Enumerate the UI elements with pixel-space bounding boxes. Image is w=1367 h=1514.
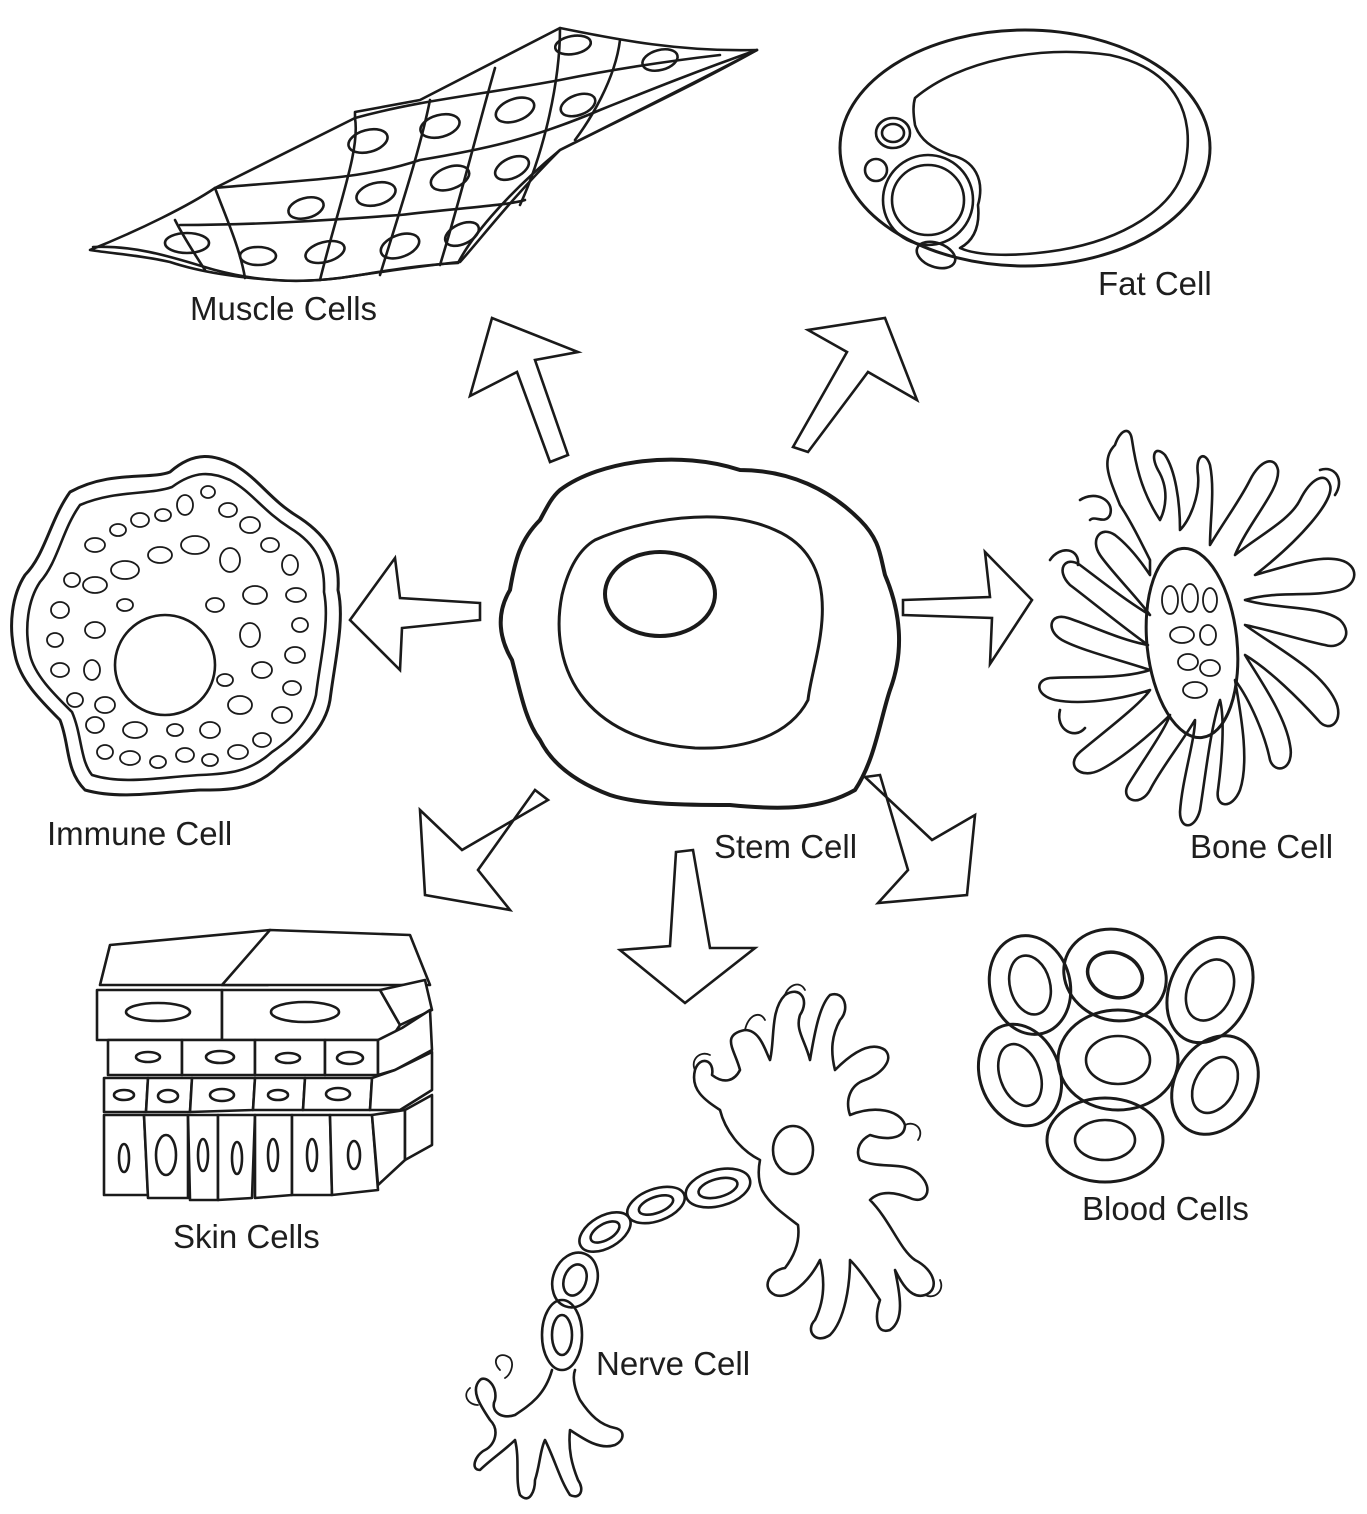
skin-cells-icon (97, 930, 432, 1200)
skin-cells-label: Skin Cells (173, 1218, 320, 1255)
immune-cell-label: Immune Cell (47, 815, 232, 852)
blood-cells-label: Blood Cells (1082, 1190, 1249, 1227)
muscle-cells-icon (90, 28, 757, 281)
blood-cells-icon (965, 915, 1276, 1182)
muscle-cells-label: Muscle Cells (190, 290, 377, 327)
arrow-to-immune (350, 558, 480, 670)
stem-cell-icon (501, 460, 899, 808)
fat-cell-icon (840, 30, 1210, 273)
arrows (350, 318, 1032, 1003)
arrow-to-muscle (470, 318, 578, 462)
nerve-cell-label: Nerve Cell (596, 1345, 750, 1382)
fat-cell-label: Fat Cell (1098, 265, 1212, 302)
stem-cell-label: Stem Cell (714, 828, 857, 865)
arrow-to-fat (793, 318, 917, 452)
nerve-cell-icon (466, 985, 941, 1499)
arrow-to-bone (903, 552, 1032, 664)
immune-cell-icon (12, 456, 341, 794)
arrow-to-nerve (620, 850, 755, 1003)
bone-cell-icon (1039, 431, 1354, 825)
bone-cell-label: Bone Cell (1190, 828, 1333, 865)
arrow-to-skin (420, 790, 548, 910)
arrow-to-blood (865, 775, 975, 903)
labels: Muscle Cells Fat Cell Bone Cell Blood Ce… (47, 265, 1333, 1382)
